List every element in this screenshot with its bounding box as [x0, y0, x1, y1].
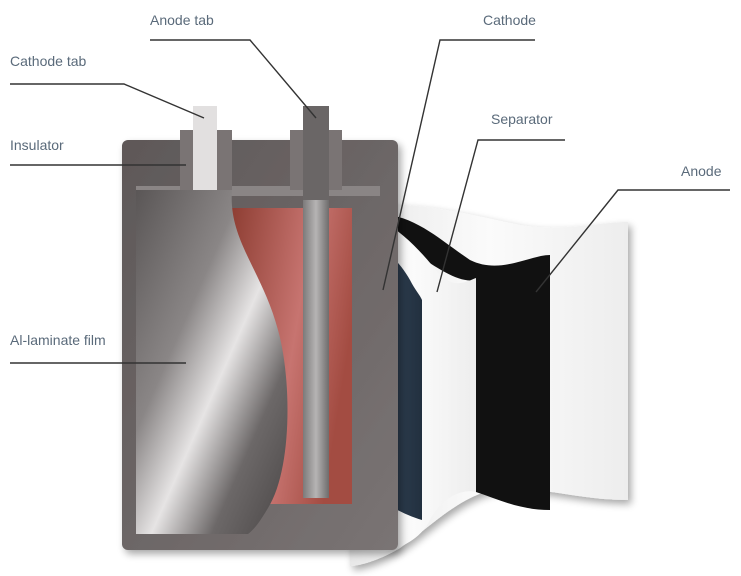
leader-anode-tab: [150, 39, 317, 119]
anode-tab-top: [303, 106, 329, 206]
label-separator: Separator: [491, 111, 553, 127]
label-anode-tab: Anode tab: [150, 12, 214, 28]
anode-tab-stem: [303, 200, 329, 498]
label-al-laminate-film: Al-laminate film: [10, 332, 106, 348]
label-cathode-tab: Cathode tab: [10, 53, 87, 69]
anode-layer: [372, 214, 550, 510]
label-cathode: Cathode: [483, 12, 536, 28]
leader-lines: [10, 39, 730, 364]
label-anode: Anode: [681, 163, 722, 179]
leader-cathode: [382, 39, 535, 291]
label-insulator: Insulator: [10, 137, 64, 153]
insulator-band: [136, 186, 380, 196]
leader-separator: [436, 139, 565, 293]
al-laminate-film-flap: [136, 190, 288, 534]
leader-anode: [535, 189, 730, 293]
leader-cathode-tab: [10, 83, 205, 119]
cathode-tab: [193, 106, 217, 190]
